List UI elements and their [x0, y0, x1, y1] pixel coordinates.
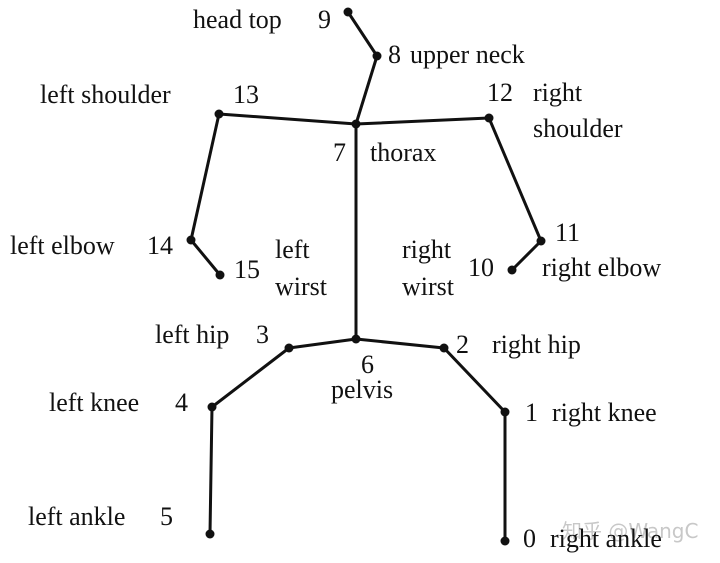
joint-labels: head top 9 8 upper neck left shoulder 13…: [10, 5, 698, 553]
watermark: 知乎 @WangC: [562, 519, 698, 543]
label-left-wrist-line1: left: [275, 235, 310, 264]
joint-right-knee: [500, 407, 510, 417]
label-right-hip: right hip: [492, 330, 581, 359]
label-num-12: 12: [487, 78, 513, 107]
joint-right-wirst: [507, 265, 517, 275]
label-num-8: 8: [388, 40, 401, 69]
joint-right-hip: [439, 343, 449, 353]
label-head-top: head top: [193, 5, 282, 34]
bone-1-2: [442, 346, 507, 414]
label-num-10: 10: [468, 253, 494, 282]
joint-left-shoulder: [214, 109, 224, 119]
label-upper-neck: upper neck: [410, 40, 525, 69]
joint-left-wirst: [215, 270, 225, 280]
label-right-ankle: right ankle: [550, 524, 662, 553]
label-num-0: 0: [523, 524, 536, 553]
joint-right-elbow: [536, 236, 546, 246]
label-num-1: 1: [525, 398, 538, 427]
label-left-elbow: left elbow: [10, 231, 115, 260]
joint-head-top: [343, 7, 353, 17]
label-left-hip: left hip: [155, 320, 229, 349]
label-num-7: 7: [333, 138, 346, 167]
label-num-6: 6: [361, 350, 374, 379]
bone-14-15: [189, 238, 222, 277]
bone-7-13: [217, 112, 358, 126]
label-right-wrist-line1: right: [402, 235, 452, 264]
label-pelvis: pelvis: [331, 375, 393, 404]
label-num-13: 13: [233, 80, 259, 109]
label-right-elbow: right elbow: [542, 253, 661, 282]
label-num-2: 2: [456, 330, 469, 359]
label-num-15: 15: [234, 255, 260, 284]
label-thorax: thorax: [370, 138, 436, 167]
bone-4-5: [208, 405, 214, 536]
label-left-wrist-line2: wirst: [275, 272, 328, 301]
joint-pelvis: [351, 334, 361, 344]
joint-upper-neck: [372, 51, 382, 61]
label-right-wrist-line2: wirst: [402, 272, 455, 301]
label-num-3: 3: [256, 320, 269, 349]
label-num-14: 14: [147, 231, 173, 260]
label-right-shoulder-line1: right: [533, 78, 583, 107]
bone-8-9: [346, 10, 379, 58]
joint-right-shoulder: [484, 113, 494, 123]
joint-left-hip: [284, 343, 294, 353]
label-num-11: 11: [555, 218, 580, 247]
label-num-4: 4: [175, 388, 188, 417]
bone-7-12: [354, 116, 491, 126]
bone-7-8: [354, 54, 379, 126]
label-left-ankle: left ankle: [28, 502, 125, 531]
label-num-5: 5: [160, 502, 173, 531]
label-right-knee: right knee: [552, 398, 657, 427]
bone-12-11: [487, 116, 543, 243]
skeleton-joints: [186, 7, 546, 546]
joint-right-ankle: [500, 536, 510, 546]
bone-13-14: [189, 112, 221, 242]
joint-left-knee: [207, 402, 217, 412]
bone-11-10: [510, 239, 543, 272]
label-left-shoulder: left shoulder: [40, 80, 171, 109]
bone-3-4: [210, 346, 291, 409]
bone-2-6: [354, 337, 446, 350]
label-num-9: 9: [318, 5, 331, 34]
bone-6-3: [287, 337, 358, 350]
joint-thorax: [351, 119, 361, 129]
label-left-knee: left knee: [49, 388, 139, 417]
joint-left-elbow: [186, 235, 196, 245]
label-right-shoulder-line2: shoulder: [533, 114, 623, 143]
joint-left-ankle: [205, 529, 215, 539]
skeleton-bones: [189, 10, 543, 543]
